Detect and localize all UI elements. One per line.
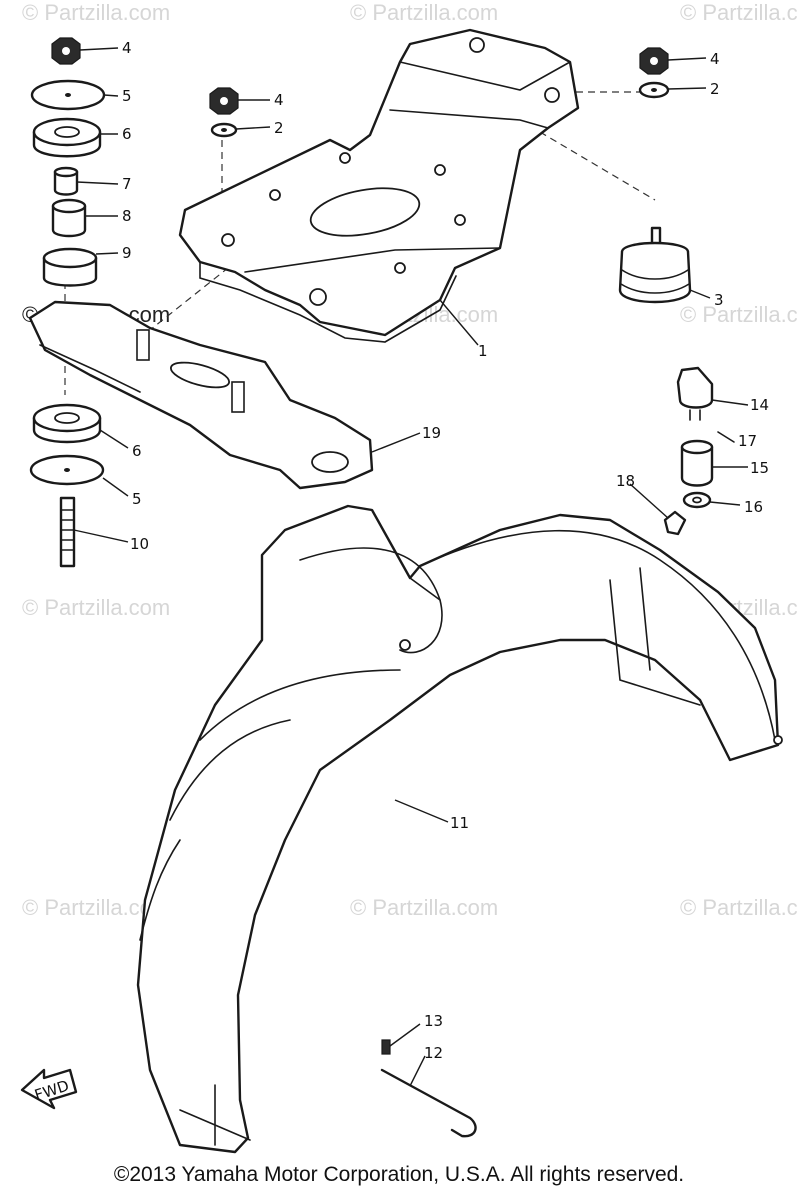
callout-1: 1 — [478, 342, 488, 360]
part-10-stud-bolt — [59, 496, 76, 568]
part-18-clip — [663, 510, 687, 536]
part-3-engine-mount — [618, 226, 692, 304]
callout-13: 13 — [424, 1012, 443, 1030]
part-4-nut-center — [209, 87, 239, 115]
callout-9: 9 — [122, 244, 132, 262]
watermark: © Partzilla.com — [22, 595, 170, 620]
callout-3: 3 — [714, 291, 724, 309]
copyright-notice: ©2013 Yamaha Motor Corporation, U.S.A. A… — [113, 1163, 685, 1186]
part-4-nut-right — [639, 47, 669, 75]
part-4-nut-left — [51, 37, 81, 65]
callout-5: 5 — [132, 490, 142, 508]
callout-6: 6 — [132, 442, 142, 460]
callout-10: 10 — [130, 535, 149, 553]
callout-11: 11 — [450, 814, 469, 832]
part-14-grommet — [676, 366, 714, 421]
callout-12: 12 — [424, 1044, 443, 1062]
part-15-sleeve — [680, 439, 714, 487]
watermark: © Partzilla.com — [350, 895, 498, 920]
callout-2: 2 — [274, 119, 284, 137]
part-2-washer-right — [638, 81, 670, 99]
callout-4: 4 — [710, 50, 720, 68]
part-17-pin — [717, 431, 735, 443]
watermark: © Partzilla.com — [680, 302, 798, 327]
callout-15: 15 — [750, 459, 769, 477]
callout-5: 5 — [122, 87, 132, 105]
callouts: 4 5 6 7 8 9 6 5 10 4 2 4 2 3 1 19 14 17 … — [122, 39, 769, 1062]
watermark: © Partzilla.com — [22, 0, 170, 25]
callout-19: 19 — [422, 424, 441, 442]
part-6-rubber-bottom — [32, 403, 102, 444]
part-5-washer-top — [30, 79, 106, 111]
callout-7: 7 — [122, 175, 132, 193]
fwd-arrow: FWD — [20, 1068, 78, 1110]
part-13-screw — [381, 1039, 391, 1055]
callout-8: 8 — [122, 207, 132, 225]
leader-lines — [73, 47, 749, 1087]
part-7-collar — [53, 166, 79, 196]
watermark: © Partzilla.com — [680, 895, 798, 920]
watermark: © Partzilla.com — [680, 0, 798, 25]
callout-14: 14 — [750, 396, 769, 414]
part-6-rubber-top — [32, 117, 102, 158]
part-12-rod — [380, 1068, 477, 1138]
callout-4: 4 — [274, 91, 284, 109]
part-11-frame — [136, 504, 783, 1154]
callout-16: 16 — [744, 498, 763, 516]
callout-6: 6 — [122, 125, 132, 143]
callout-2: 2 — [710, 80, 720, 98]
callout-4: 4 — [122, 39, 132, 57]
watermark: © Partzilla.com — [350, 0, 498, 25]
part-19-bracket — [28, 300, 374, 490]
callout-17: 17 — [738, 432, 757, 450]
part-2-washer-center — [210, 122, 238, 138]
part-8-bushing — [51, 198, 87, 238]
part-1-engine-bed — [178, 28, 580, 343]
callout-18: 18 — [616, 472, 635, 490]
part-5-washer-bottom — [29, 454, 105, 486]
part-9-spacer — [42, 247, 98, 287]
part-16-washer — [682, 491, 712, 509]
